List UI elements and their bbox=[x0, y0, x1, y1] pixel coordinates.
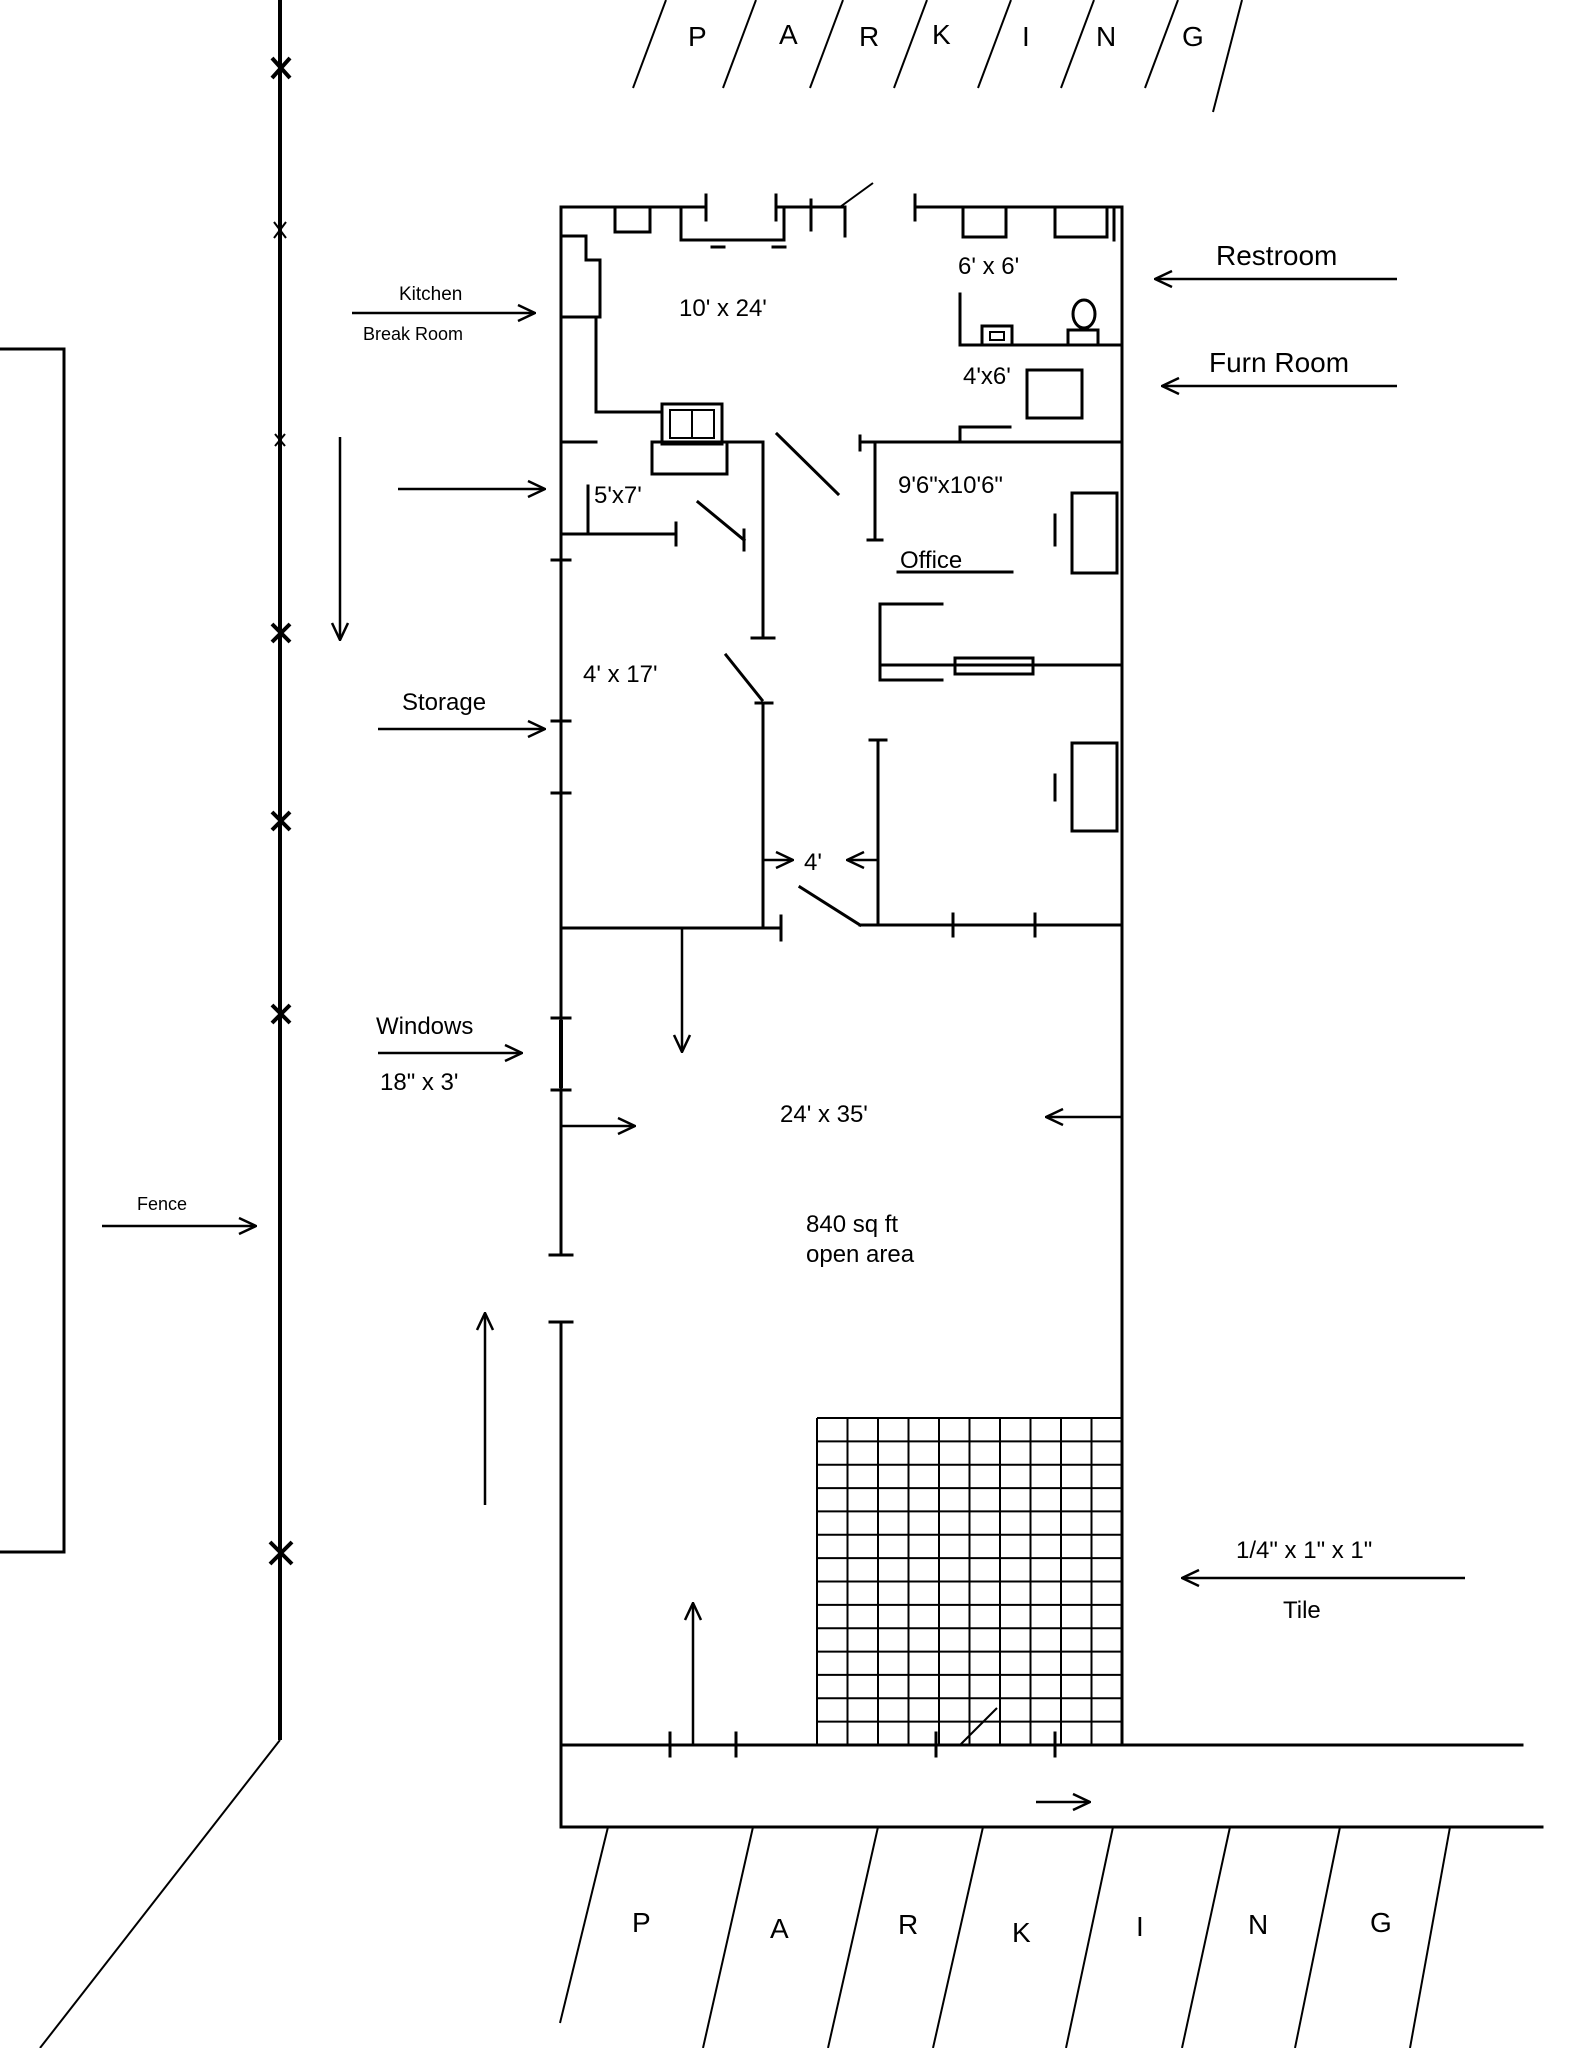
open-area-size-label: 24' x 35' bbox=[780, 1101, 868, 1128]
office-size-label: 9'6"x10'6" bbox=[898, 472, 1003, 499]
room-labels: 10' x 24' 6' x 6' 4'x6' 5'x7' 9'6"x10'6"… bbox=[583, 253, 1019, 1268]
parking-top: P A R K I N G bbox=[632, 0, 1243, 113]
windows-callout-label: Windows bbox=[376, 1013, 473, 1040]
restroom-fixtures bbox=[958, 205, 1124, 444]
parking-bottom: P A R K I N G bbox=[559, 1826, 1451, 2048]
closet-size-label: 5'x7' bbox=[594, 482, 642, 509]
office-label: Office bbox=[900, 547, 962, 574]
storage-callout-label: Storage bbox=[402, 689, 486, 716]
callout-arrows bbox=[102, 279, 1465, 1802]
adjacent-building-outline bbox=[0, 347, 66, 1554]
parking-top-letter: G bbox=[1182, 21, 1204, 52]
parking-bottom-letter: K bbox=[1012, 1917, 1031, 1948]
tile-callout-label: Tile bbox=[1283, 1597, 1321, 1624]
hall-width-label: 4' bbox=[804, 849, 822, 876]
parking-top-letter: N bbox=[1096, 21, 1116, 52]
parking-bottom-letter: G bbox=[1370, 1907, 1392, 1938]
parking-bottom-letter: P bbox=[632, 1907, 651, 1938]
building-walls bbox=[548, 182, 1544, 1829]
storage-size-label: 4' x 17' bbox=[583, 661, 658, 688]
parking-bottom-letter: A bbox=[770, 1913, 789, 1944]
open-area-label: open area bbox=[806, 1241, 915, 1268]
kitchen-callout-label: Kitchen bbox=[399, 284, 462, 305]
kitchen-fixtures bbox=[559, 205, 787, 476]
restroom-size-label: 6' x 6' bbox=[958, 253, 1019, 280]
parking-bottom-letter: I bbox=[1136, 1911, 1144, 1942]
tile-grid bbox=[816, 1417, 1123, 1746]
fence-post-marks bbox=[268, 56, 294, 1566]
parking-top-letter: I bbox=[1022, 21, 1030, 52]
parking-top-letter: R bbox=[859, 21, 879, 52]
restroom-callout-label: Restroom bbox=[1216, 240, 1337, 271]
furn-room-callout-label: Furn Room bbox=[1209, 347, 1349, 378]
open-area-sqft-label: 840 sq ft bbox=[806, 1211, 898, 1238]
windows-size-label: 18" x 3' bbox=[380, 1069, 458, 1096]
interior-walls bbox=[550, 431, 1124, 942]
parking-top-letter: P bbox=[688, 21, 707, 52]
parking-top-letter: K bbox=[932, 19, 951, 50]
kitchen-size-label: 10' x 24' bbox=[679, 295, 767, 322]
break-room-callout-label: Break Room bbox=[363, 324, 463, 344]
fence-callout-label: Fence bbox=[137, 1194, 187, 1214]
furn-room-size-label: 4'x6' bbox=[963, 363, 1011, 390]
tile-size-label: 1/4" x 1" x 1" bbox=[1236, 1537, 1372, 1564]
parking-bottom-letter: N bbox=[1248, 1909, 1268, 1940]
fence bbox=[39, 0, 294, 2048]
parking-top-letter: A bbox=[779, 19, 798, 50]
parking-bottom-letter: R bbox=[898, 1909, 918, 1940]
callout-labels: Kitchen Break Room Restroom Furn Room St… bbox=[137, 240, 1372, 1624]
